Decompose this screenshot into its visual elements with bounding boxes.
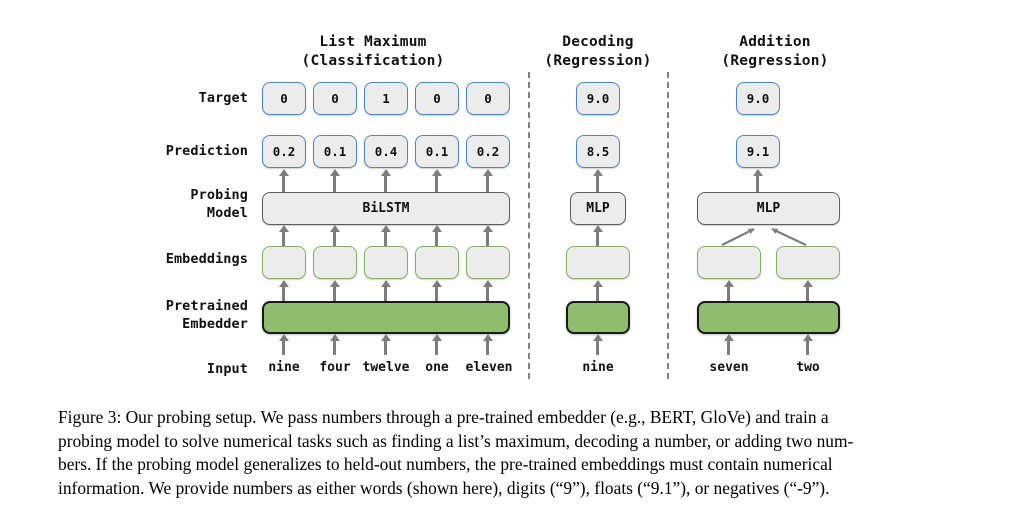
row-label-probing-model: Probing Model bbox=[88, 186, 248, 222]
arrow-embedder-to-embedding bbox=[596, 286, 599, 301]
row-label-target: Target bbox=[198, 90, 248, 106]
arrow-embedder-to-embedding bbox=[727, 286, 730, 301]
list-maximum-pretrained-embedder-box bbox=[262, 301, 510, 334]
caption-line: information. We provide numbers as eithe… bbox=[58, 477, 830, 498]
list-maximum-target-box: 0 bbox=[415, 82, 459, 115]
list-maximum-prediction-box: 0.1 bbox=[313, 135, 357, 168]
figure-caption: Figure 3: Our probing setup. We pass num… bbox=[58, 406, 966, 500]
column-subtitle-addition: (Regression) bbox=[721, 53, 829, 69]
list-maximum-target-box: 0 bbox=[262, 82, 306, 115]
caption-line: Figure 3: Our probing setup. We pass num… bbox=[58, 407, 829, 427]
list-maximum-input-word: four bbox=[319, 360, 351, 375]
arrow-bilstm-to-prediction bbox=[435, 175, 438, 192]
arrow-input-to-embedder bbox=[727, 340, 730, 355]
arrow-embedding-to-bilstm bbox=[282, 231, 285, 246]
list-maximum-target-box: 0 bbox=[466, 82, 510, 115]
addition-embedding-box bbox=[776, 246, 840, 279]
addition-input-word: two bbox=[796, 360, 820, 375]
addition-target-box: 9.0 bbox=[736, 82, 780, 115]
list-maximum-target-box: 0 bbox=[313, 82, 357, 115]
list-maximum-input-word: eleven bbox=[465, 360, 513, 375]
arrow-bilstm-to-prediction bbox=[282, 175, 285, 192]
addition-pretrained-embedder-box bbox=[697, 301, 840, 334]
arrow-input-to-embedder bbox=[435, 340, 438, 355]
column-subtitle-decoding: (Regression) bbox=[544, 53, 652, 69]
arrow-input-to-embedder bbox=[596, 340, 599, 355]
column-header-addition: Addition (Regression) bbox=[690, 33, 860, 71]
list-maximum-prediction-box: 0.1 bbox=[415, 135, 459, 168]
decoding-probing-model-box: MLP bbox=[570, 192, 626, 225]
list-maximum-target-box: 1 bbox=[364, 82, 408, 115]
arrow-input-to-embedder bbox=[282, 340, 285, 355]
list-maximum-embedding-box bbox=[262, 246, 306, 279]
list-maximum-prediction-box: 0.2 bbox=[466, 135, 510, 168]
column-title-addition: Addition bbox=[739, 34, 811, 50]
list-maximum-embedding-box bbox=[466, 246, 510, 279]
list-maximum-embedding-box bbox=[415, 246, 459, 279]
decoding-target-box: 9.0 bbox=[576, 82, 620, 115]
arrow-embedder-to-embedding bbox=[435, 286, 438, 301]
arrow-embedding-left-to-mlp bbox=[721, 228, 755, 246]
arrow-bilstm-to-prediction bbox=[384, 175, 387, 192]
addition-embedding-box bbox=[697, 246, 761, 279]
column-header-decoding: Decoding (Regression) bbox=[518, 33, 678, 71]
list-maximum-embedding-box bbox=[313, 246, 357, 279]
column-title-decoding: Decoding bbox=[562, 34, 634, 50]
list-maximum-embedding-box bbox=[364, 246, 408, 279]
caption-line: probing model to solve numerical tasks s… bbox=[58, 430, 854, 451]
arrow-mlp-to-prediction bbox=[756, 175, 759, 192]
list-maximum-input-word: one bbox=[425, 360, 449, 375]
row-label-pretrained-embedder-line2: Embedder bbox=[182, 316, 248, 332]
column-title-list-maximum: List Maximum bbox=[319, 34, 427, 50]
arrow-embedder-to-embedding bbox=[806, 286, 809, 301]
arrow-embedding-right-to-mlp bbox=[771, 228, 807, 246]
arrow-embedder-to-embedding bbox=[282, 286, 285, 301]
arrow-embedder-to-embedding bbox=[384, 286, 387, 301]
arrow-embedding-to-mlp bbox=[596, 231, 599, 246]
addition-prediction-box: 9.1 bbox=[736, 135, 780, 168]
row-label-input: Input bbox=[206, 361, 248, 377]
decoding-embedding-box bbox=[566, 246, 630, 279]
column-header-list-maximum: List Maximum (Classification) bbox=[268, 33, 478, 71]
list-maximum-input-word: twelve bbox=[362, 360, 410, 375]
arrow-embedding-to-bilstm bbox=[486, 231, 489, 246]
arrow-bilstm-to-prediction bbox=[486, 175, 489, 192]
arrow-embedding-to-bilstm bbox=[435, 231, 438, 246]
row-label-probing-model-line2: Model bbox=[206, 205, 248, 221]
decoding-input-word: nine bbox=[582, 360, 614, 375]
row-label-probing-model-line1: Probing bbox=[190, 187, 248, 203]
addition-probing-model-box: MLP bbox=[697, 192, 840, 225]
addition-input-word: seven bbox=[709, 360, 749, 375]
row-label-prediction: Prediction bbox=[165, 143, 248, 159]
list-maximum-prediction-box: 0.2 bbox=[262, 135, 306, 168]
arrow-embedding-to-bilstm bbox=[333, 231, 336, 246]
arrow-embedder-to-embedding bbox=[486, 286, 489, 301]
divider-left bbox=[528, 72, 530, 379]
row-label-embeddings: Embeddings bbox=[165, 251, 248, 267]
arrow-input-to-embedder bbox=[806, 340, 809, 355]
divider-right bbox=[667, 72, 669, 379]
arrow-input-to-embedder bbox=[333, 340, 336, 355]
decoding-pretrained-embedder-box bbox=[566, 301, 630, 334]
arrow-input-to-embedder bbox=[486, 340, 489, 355]
arrow-input-to-embedder bbox=[384, 340, 387, 355]
caption-line: bers. If the probing model generalizes t… bbox=[58, 454, 833, 475]
column-subtitle-list-maximum: (Classification) bbox=[301, 53, 445, 69]
arrow-embedding-to-bilstm bbox=[384, 231, 387, 246]
list-maximum-prediction-box: 0.4 bbox=[364, 135, 408, 168]
row-label-pretrained-embedder: Pretrained Embedder bbox=[68, 297, 248, 333]
list-maximum-probing-model-box: BiLSTM bbox=[262, 192, 510, 225]
arrow-bilstm-to-prediction bbox=[333, 175, 336, 192]
list-maximum-input-word: nine bbox=[268, 360, 300, 375]
arrow-mlp-to-prediction bbox=[596, 175, 599, 192]
arrow-embedder-to-embedding bbox=[333, 286, 336, 301]
row-label-pretrained-embedder-line1: Pretrained bbox=[165, 298, 248, 314]
decoding-prediction-box: 8.5 bbox=[576, 135, 620, 168]
